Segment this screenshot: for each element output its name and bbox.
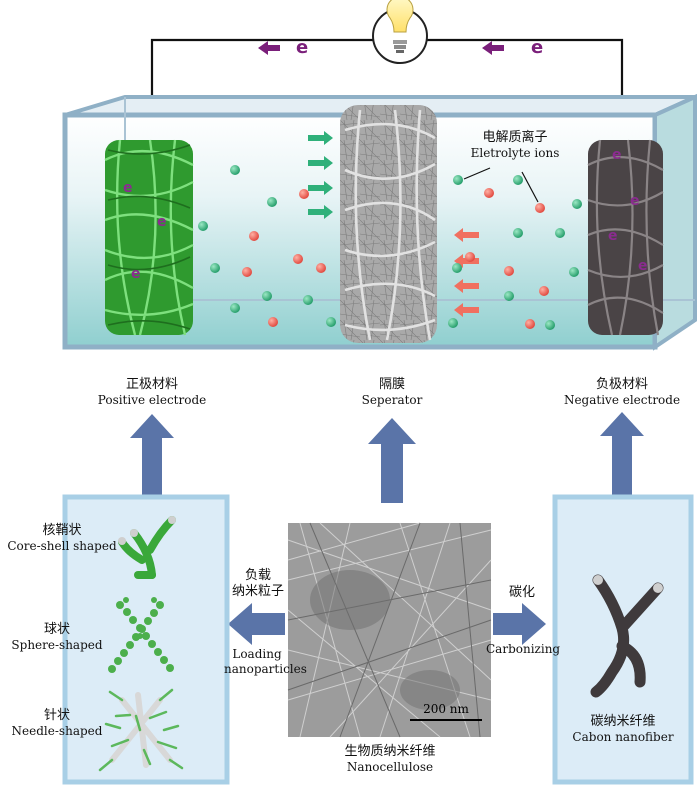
negative-electrode xyxy=(588,140,663,335)
positive-electrode-label: 正极材料 Positive electrode xyxy=(82,377,222,408)
separator-membrane xyxy=(340,105,437,343)
needle-zh: 针状 xyxy=(2,708,112,724)
electron-arrow-right xyxy=(482,41,504,55)
loading-en-line1: Loading xyxy=(224,647,290,662)
electron-label-neg-2: e xyxy=(630,193,640,209)
positive-electrode-zh: 正极材料 xyxy=(82,377,222,393)
separator-label: 隔膜 Seperator xyxy=(342,377,442,408)
carbon-nanofiber-label: 碳纳米纤维 Cabon nanofiber xyxy=(560,714,686,745)
electron-label-pos-3: e xyxy=(131,266,141,282)
loading-en-line2: nanoparticles xyxy=(224,662,290,677)
sphere-zh: 球状 xyxy=(2,622,112,638)
electron-label-left: e xyxy=(296,37,308,58)
electrolyte-label: 电解质离子 Eletrolyte ions xyxy=(455,130,575,161)
carbon-nanofiber-en: Cabon nanofiber xyxy=(560,730,686,745)
electron-label-pos-2: e xyxy=(157,214,167,230)
electron-label-neg-4: e xyxy=(638,258,648,274)
sphere-label: 球状 Sphere-shaped xyxy=(2,622,112,653)
positive-electrode xyxy=(105,140,193,335)
sphere-en: Sphere-shaped xyxy=(2,638,112,653)
core-shell-en: Core-shell shaped xyxy=(2,539,122,554)
electron-label-pos-1: e xyxy=(123,180,133,196)
loading-zh-line2: 纳米粒子 xyxy=(228,584,288,600)
nanocellulose-en: Nanocellulose xyxy=(320,760,460,775)
carbonizing-arrow xyxy=(493,603,546,645)
electron-label-right: e xyxy=(531,37,543,58)
electrolyte-label-en: Eletrolyte ions xyxy=(455,146,575,161)
negative-electrode-zh: 负极材料 xyxy=(552,377,692,393)
negative-electrode-en: Negative electrode xyxy=(552,393,692,408)
electron-label-neg-3: e xyxy=(608,228,618,244)
carbon-nanofiber-zh: 碳纳米纤维 xyxy=(560,714,686,730)
separator-en: Seperator xyxy=(342,393,442,408)
up-arrows xyxy=(130,412,644,503)
positive-electrode-en: Positive electrode xyxy=(82,393,222,408)
loading-label-zh: 负载 纳米粒子 xyxy=(228,568,288,601)
nanocellulose-zh: 生物质纳米纤维 xyxy=(320,744,460,760)
needle-en: Needle-shaped xyxy=(2,724,112,739)
carbonizing-en: Carbonizing xyxy=(486,642,558,657)
core-shell-zh: 核鞘状 xyxy=(2,523,122,539)
electron-label-neg-1: e xyxy=(612,147,622,163)
separator-zh: 隔膜 xyxy=(342,377,442,393)
nanocellulose-label: 生物质纳米纤维 Nanocellulose xyxy=(320,744,460,775)
core-shell-label: 核鞘状 Core-shell shaped xyxy=(2,523,122,554)
loading-label-en: Loading nanoparticles xyxy=(224,647,290,677)
negative-electrode-label: 负极材料 Negative electrode xyxy=(552,377,692,408)
loading-arrow xyxy=(228,603,285,645)
loading-zh-line1: 负载 xyxy=(228,568,288,584)
scale-bar-label: 200 nm xyxy=(410,702,482,717)
light-bulb-icon xyxy=(373,0,427,63)
carbonizing-zh: 碳化 xyxy=(494,585,550,601)
electron-arrow-left xyxy=(258,41,280,55)
electrolyte-label-zh: 电解质离子 xyxy=(455,130,575,146)
needle-label: 针状 Needle-shaped xyxy=(2,708,112,739)
